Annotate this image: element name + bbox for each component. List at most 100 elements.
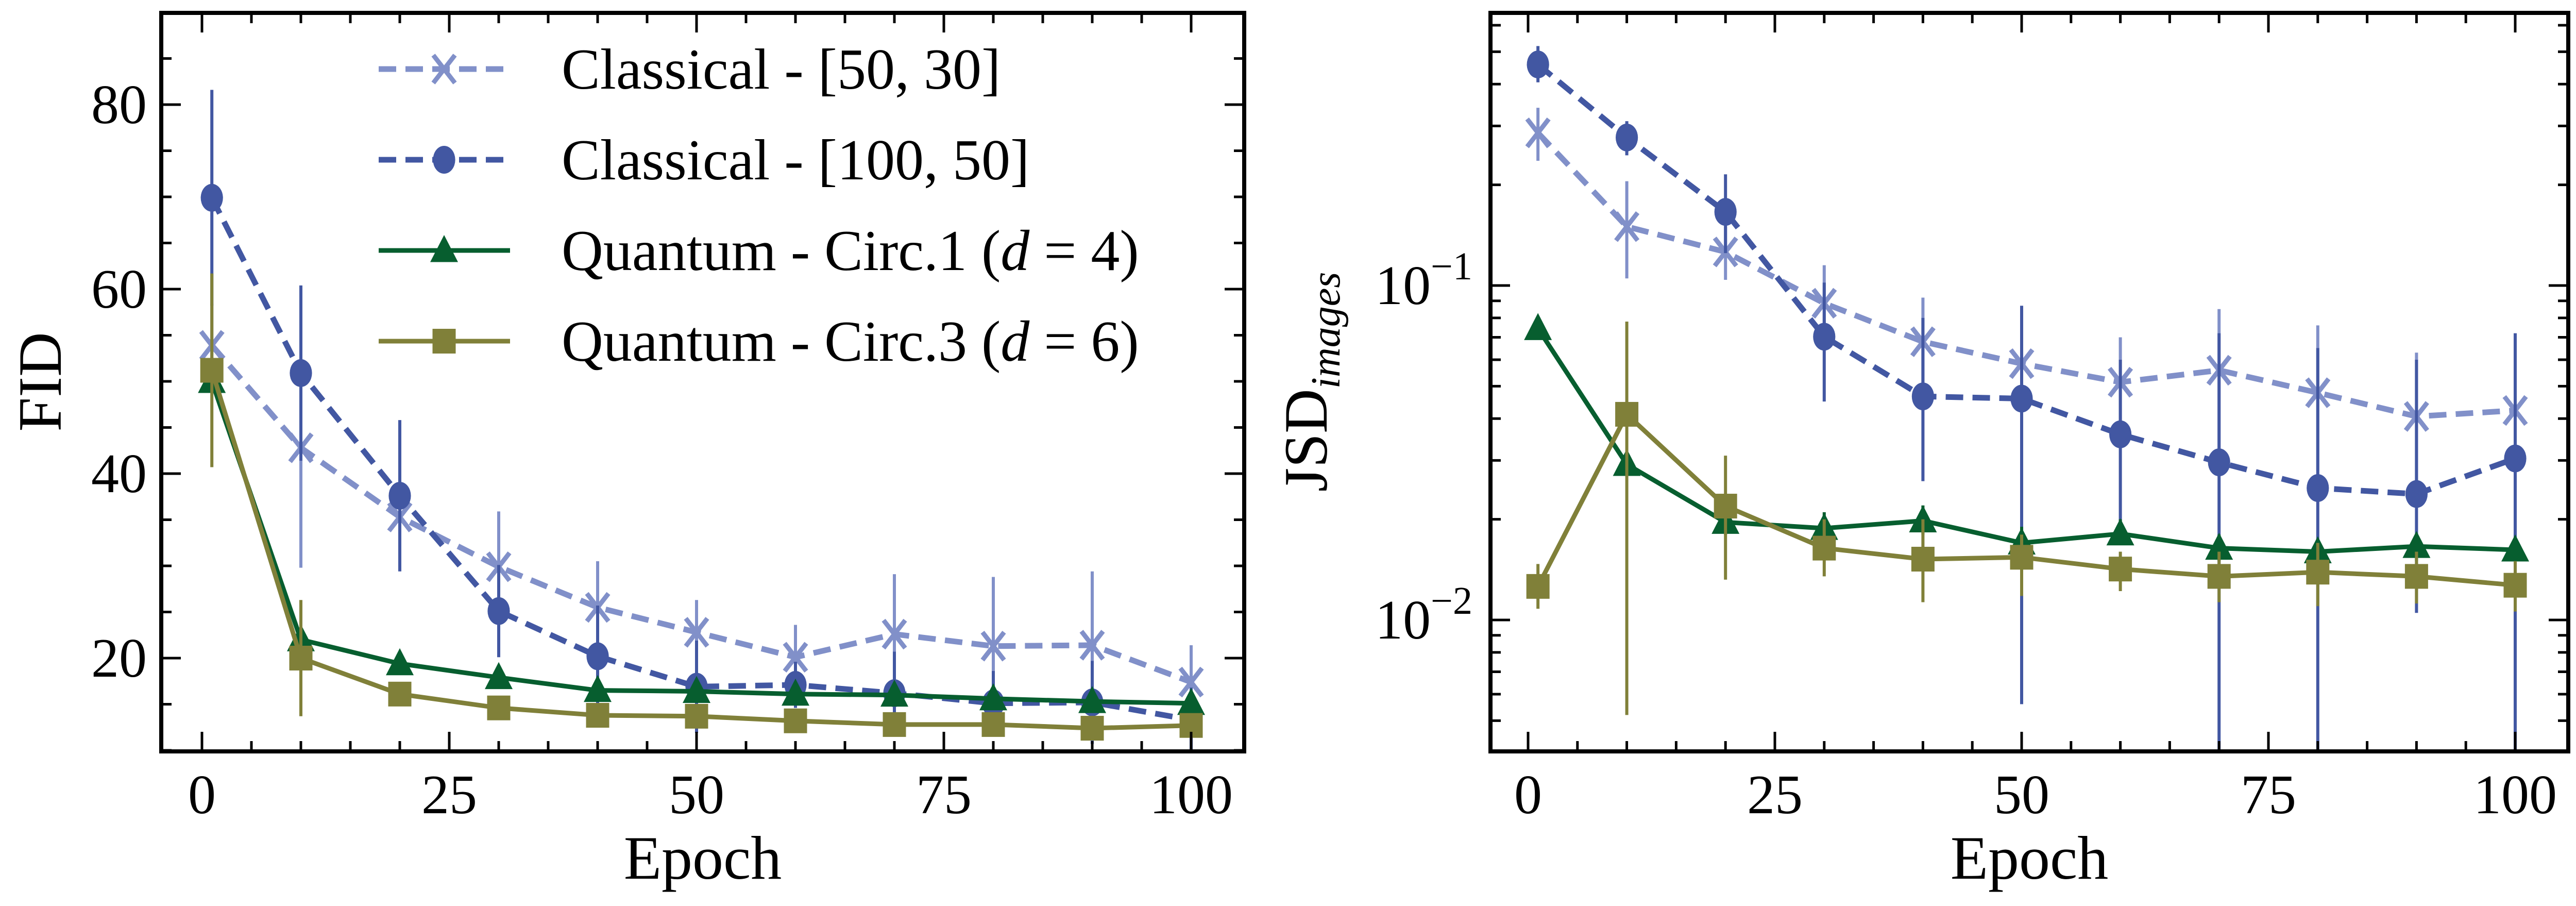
square-marker-icon — [200, 358, 224, 383]
y-tick-label: 40 — [91, 443, 147, 505]
square-marker-icon — [1714, 494, 1737, 519]
square-marker-icon — [289, 646, 313, 670]
fid-y-axis-label: FID — [6, 332, 74, 431]
triangle-marker-icon — [1909, 505, 1937, 532]
data-series-quantum-circ-1-d-4- — [1524, 313, 2529, 564]
triangle-marker-icon — [2501, 534, 2529, 562]
legend-square-marker-icon — [432, 329, 456, 354]
triangle-marker-icon — [2402, 531, 2431, 558]
triangle-marker-icon — [1078, 686, 1106, 713]
x-tick-label: 0 — [188, 764, 216, 826]
triangle-marker-icon — [979, 683, 1007, 711]
circle-marker-icon — [2208, 448, 2230, 477]
x-tick-label: 0 — [1514, 764, 1542, 826]
square-marker-icon — [1615, 401, 1639, 427]
legend-item: Classical - [100, 50] — [379, 128, 1029, 192]
data-series-classical-50-30- — [1525, 108, 2528, 481]
triangle-marker-icon — [2205, 532, 2233, 560]
circle-marker-icon — [1911, 382, 1934, 411]
x-marker-icon — [1079, 630, 1105, 661]
data-series-quantum-circ-3-d-6- — [1526, 322, 2527, 715]
square-marker-icon — [685, 703, 708, 729]
series-line — [209, 196, 1192, 723]
square-marker-icon — [1911, 546, 1935, 572]
circle-marker-icon — [2405, 480, 2428, 508]
square-marker-icon — [2404, 564, 2428, 589]
square-marker-icon — [2010, 545, 2033, 570]
triangle-marker-icon — [386, 648, 414, 676]
triangle-marker-icon — [485, 662, 513, 690]
x-marker-icon — [980, 630, 1006, 662]
square-marker-icon — [586, 702, 609, 728]
circle-marker-icon — [1813, 323, 1836, 351]
square-marker-icon — [2306, 560, 2330, 585]
legend-item: Quantum - Circ.1 (d = 4) — [379, 219, 1139, 283]
jsd-y-axis-label-sub: images — [1303, 272, 1349, 389]
y-tick-label: 10−1 — [1375, 245, 1472, 316]
jsd-x-axis-label: Epoch — [1951, 824, 2109, 892]
legend-circle-marker-icon — [433, 146, 455, 174]
data-series-classical-100-50- — [1527, 46, 2527, 750]
triangle-marker-icon — [683, 676, 710, 703]
circle-marker-icon — [290, 359, 312, 387]
legend-label: Classical - [100, 50] — [562, 128, 1029, 192]
legend-triangle-marker-icon — [430, 235, 458, 262]
triangle-marker-icon — [1524, 313, 1552, 340]
square-marker-icon — [388, 681, 412, 707]
circle-marker-icon — [2010, 384, 2033, 413]
series-line — [1536, 62, 2516, 497]
circle-marker-icon — [487, 597, 510, 625]
data-series-quantum-circ-3-d-6- — [200, 273, 1203, 741]
x-marker-icon — [1178, 666, 1204, 698]
x-tick-label: 75 — [2241, 764, 2296, 826]
triangle-marker-icon — [2106, 518, 2134, 546]
legend-x-marker-icon — [431, 54, 457, 85]
circle-marker-icon — [2504, 444, 2527, 473]
circle-marker-icon — [388, 481, 411, 510]
x-tick-label: 25 — [1747, 764, 1803, 826]
square-marker-icon — [981, 712, 1005, 737]
x-tick-label: 25 — [421, 764, 477, 826]
series-line — [209, 380, 1192, 706]
fid-x-axis-label: Epoch — [624, 824, 782, 892]
circle-marker-icon — [1714, 198, 1737, 226]
fid-series-layer — [198, 90, 1205, 751]
square-marker-icon — [487, 695, 511, 720]
circle-marker-icon — [1527, 51, 1549, 79]
x-marker-icon — [1525, 118, 1551, 148]
x-marker-icon — [684, 617, 709, 648]
y-tick-label: 80 — [91, 74, 147, 136]
circle-marker-icon — [1616, 123, 1638, 152]
series-line — [1536, 131, 2516, 420]
square-marker-icon — [1812, 535, 1836, 561]
square-marker-icon — [2207, 564, 2231, 589]
circle-marker-icon — [2307, 474, 2329, 502]
x-tick-label: 100 — [1149, 764, 1233, 826]
square-marker-icon — [1080, 716, 1104, 741]
square-marker-icon — [883, 712, 906, 737]
x-marker-icon — [783, 642, 808, 673]
legend: Classical - [50, 30] Classical - [100, 50… — [379, 38, 1139, 374]
data-series-quantum-circ-1-d-4- — [198, 366, 1205, 715]
jsd-axis-ticks: 0 25 50 75 100 10−2 10−1 — [1375, 13, 2568, 826]
jsd-y-axis-label: JSDimages — [1272, 272, 1349, 492]
x-marker-icon — [1614, 211, 1640, 242]
square-marker-icon — [2503, 573, 2527, 598]
x-marker-icon — [882, 618, 907, 650]
series-line — [1536, 327, 2516, 555]
x-tick-label: 100 — [2473, 764, 2557, 826]
legend-label: Classical - [50, 30] — [562, 38, 1001, 102]
jsd-series-layer — [1524, 46, 2529, 750]
jsd-panel: 0 25 50 75 100 10−2 10−1 JSDimages Epoch — [1272, 11, 2570, 892]
triangle-marker-icon — [584, 675, 612, 702]
y-tick-label: 10−2 — [1375, 579, 1472, 651]
series-line — [210, 343, 1192, 685]
triangle-marker-icon — [782, 678, 809, 706]
jsd-plot-frame — [1488, 11, 2570, 753]
circle-marker-icon — [200, 183, 223, 212]
y-tick-label: 60 — [91, 259, 147, 320]
x-tick-label: 50 — [1994, 764, 2049, 826]
square-marker-icon — [2109, 557, 2132, 582]
